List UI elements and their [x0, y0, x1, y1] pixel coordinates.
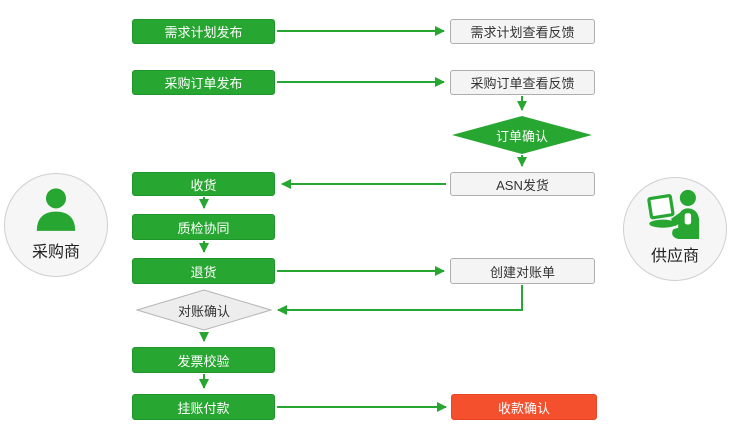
node-po-feedback: 采购订单查看反馈 [450, 70, 595, 95]
node-label: 订单确认 [495, 128, 548, 144]
node-order-confirm: 订单确认 [452, 116, 592, 154]
node-receive: 收货 [132, 172, 275, 196]
node-quality-collab: 质检协同 [132, 214, 275, 240]
node-label: 收货 [190, 177, 217, 193]
node-demand-plan-feedback: 需求计划查看反馈 [450, 19, 595, 44]
node-label: 采购订单发布 [164, 76, 243, 91]
node-asn-ship: ASN发货 [450, 172, 595, 196]
buyer-label: 采购商 [31, 244, 80, 261]
person-laptop-icon [646, 188, 704, 240]
node-label: 需求计划发布 [164, 25, 243, 40]
actor-buyer: 采购商 [4, 173, 108, 277]
node-statement-confirm: 对账确认 [136, 289, 272, 331]
node-create-statement: 创建对账单 [450, 258, 595, 284]
node-label: 挂账付款 [177, 400, 230, 416]
node-label: ASN发货 [496, 177, 549, 193]
person-bust-icon [31, 184, 81, 236]
node-po-publish: 采购订单发布 [132, 70, 275, 95]
node-label: 需求计划查看反馈 [470, 25, 575, 40]
node-label: 创建对账单 [489, 264, 555, 280]
supplier-label: 供应商 [650, 248, 699, 265]
node-receipt-confirm: 收款确认 [451, 394, 597, 420]
node-invoice-check: 发票校验 [132, 347, 275, 373]
actor-supplier: 供应商 [623, 177, 727, 281]
node-label: 收款确认 [497, 400, 550, 416]
node-book-payment: 挂账付款 [132, 394, 275, 420]
node-label: 发票校验 [177, 353, 230, 369]
node-label: 质检协同 [177, 220, 230, 236]
node-demand-plan-publish: 需求计划发布 [132, 19, 275, 44]
node-label: 退货 [190, 264, 217, 280]
node-return-goods: 退货 [132, 258, 275, 284]
node-label: 采购订单查看反馈 [470, 76, 575, 91]
node-label: 对账确认 [177, 303, 230, 319]
